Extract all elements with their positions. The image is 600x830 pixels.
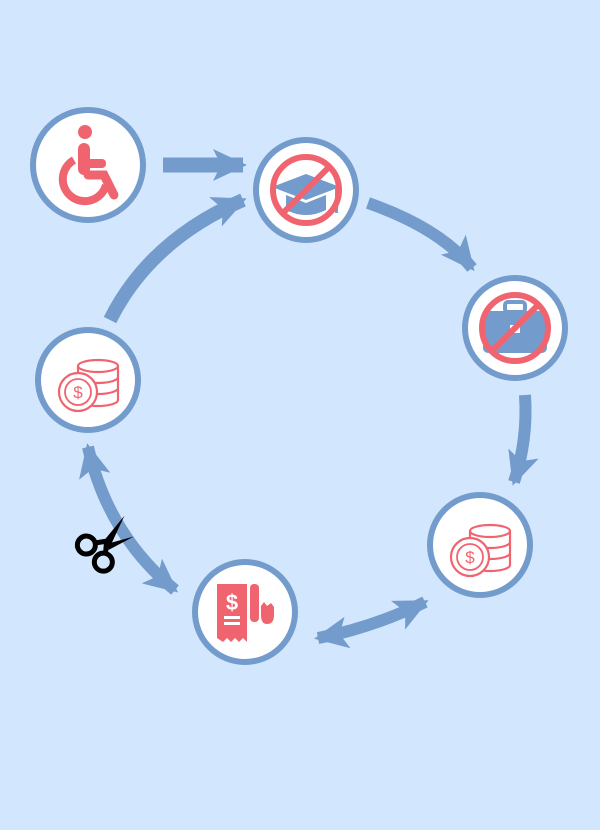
prohibited-icon — [479, 292, 551, 364]
arrow-education-to-employment — [366, 197, 477, 272]
arrow-money-left-benefits-double — [79, 443, 179, 595]
wheelchair-icon — [58, 125, 119, 206]
scissors-icon — [74, 515, 134, 574]
svg-text:$: $ — [226, 590, 238, 615]
node-disability — [30, 107, 146, 223]
node-no-education — [253, 137, 359, 243]
node-money-left — [35, 327, 141, 433]
node-no-employment — [462, 275, 568, 381]
arrow-employment-to-money — [508, 394, 539, 486]
node-money-right — [427, 492, 533, 598]
prohibited-icon — [270, 154, 342, 226]
node-benefits: $ — [192, 559, 298, 665]
receipt-icon: $ — [217, 584, 274, 642]
arrow-money-to-education — [103, 193, 247, 324]
arrow-money-benefits-double — [314, 596, 429, 649]
